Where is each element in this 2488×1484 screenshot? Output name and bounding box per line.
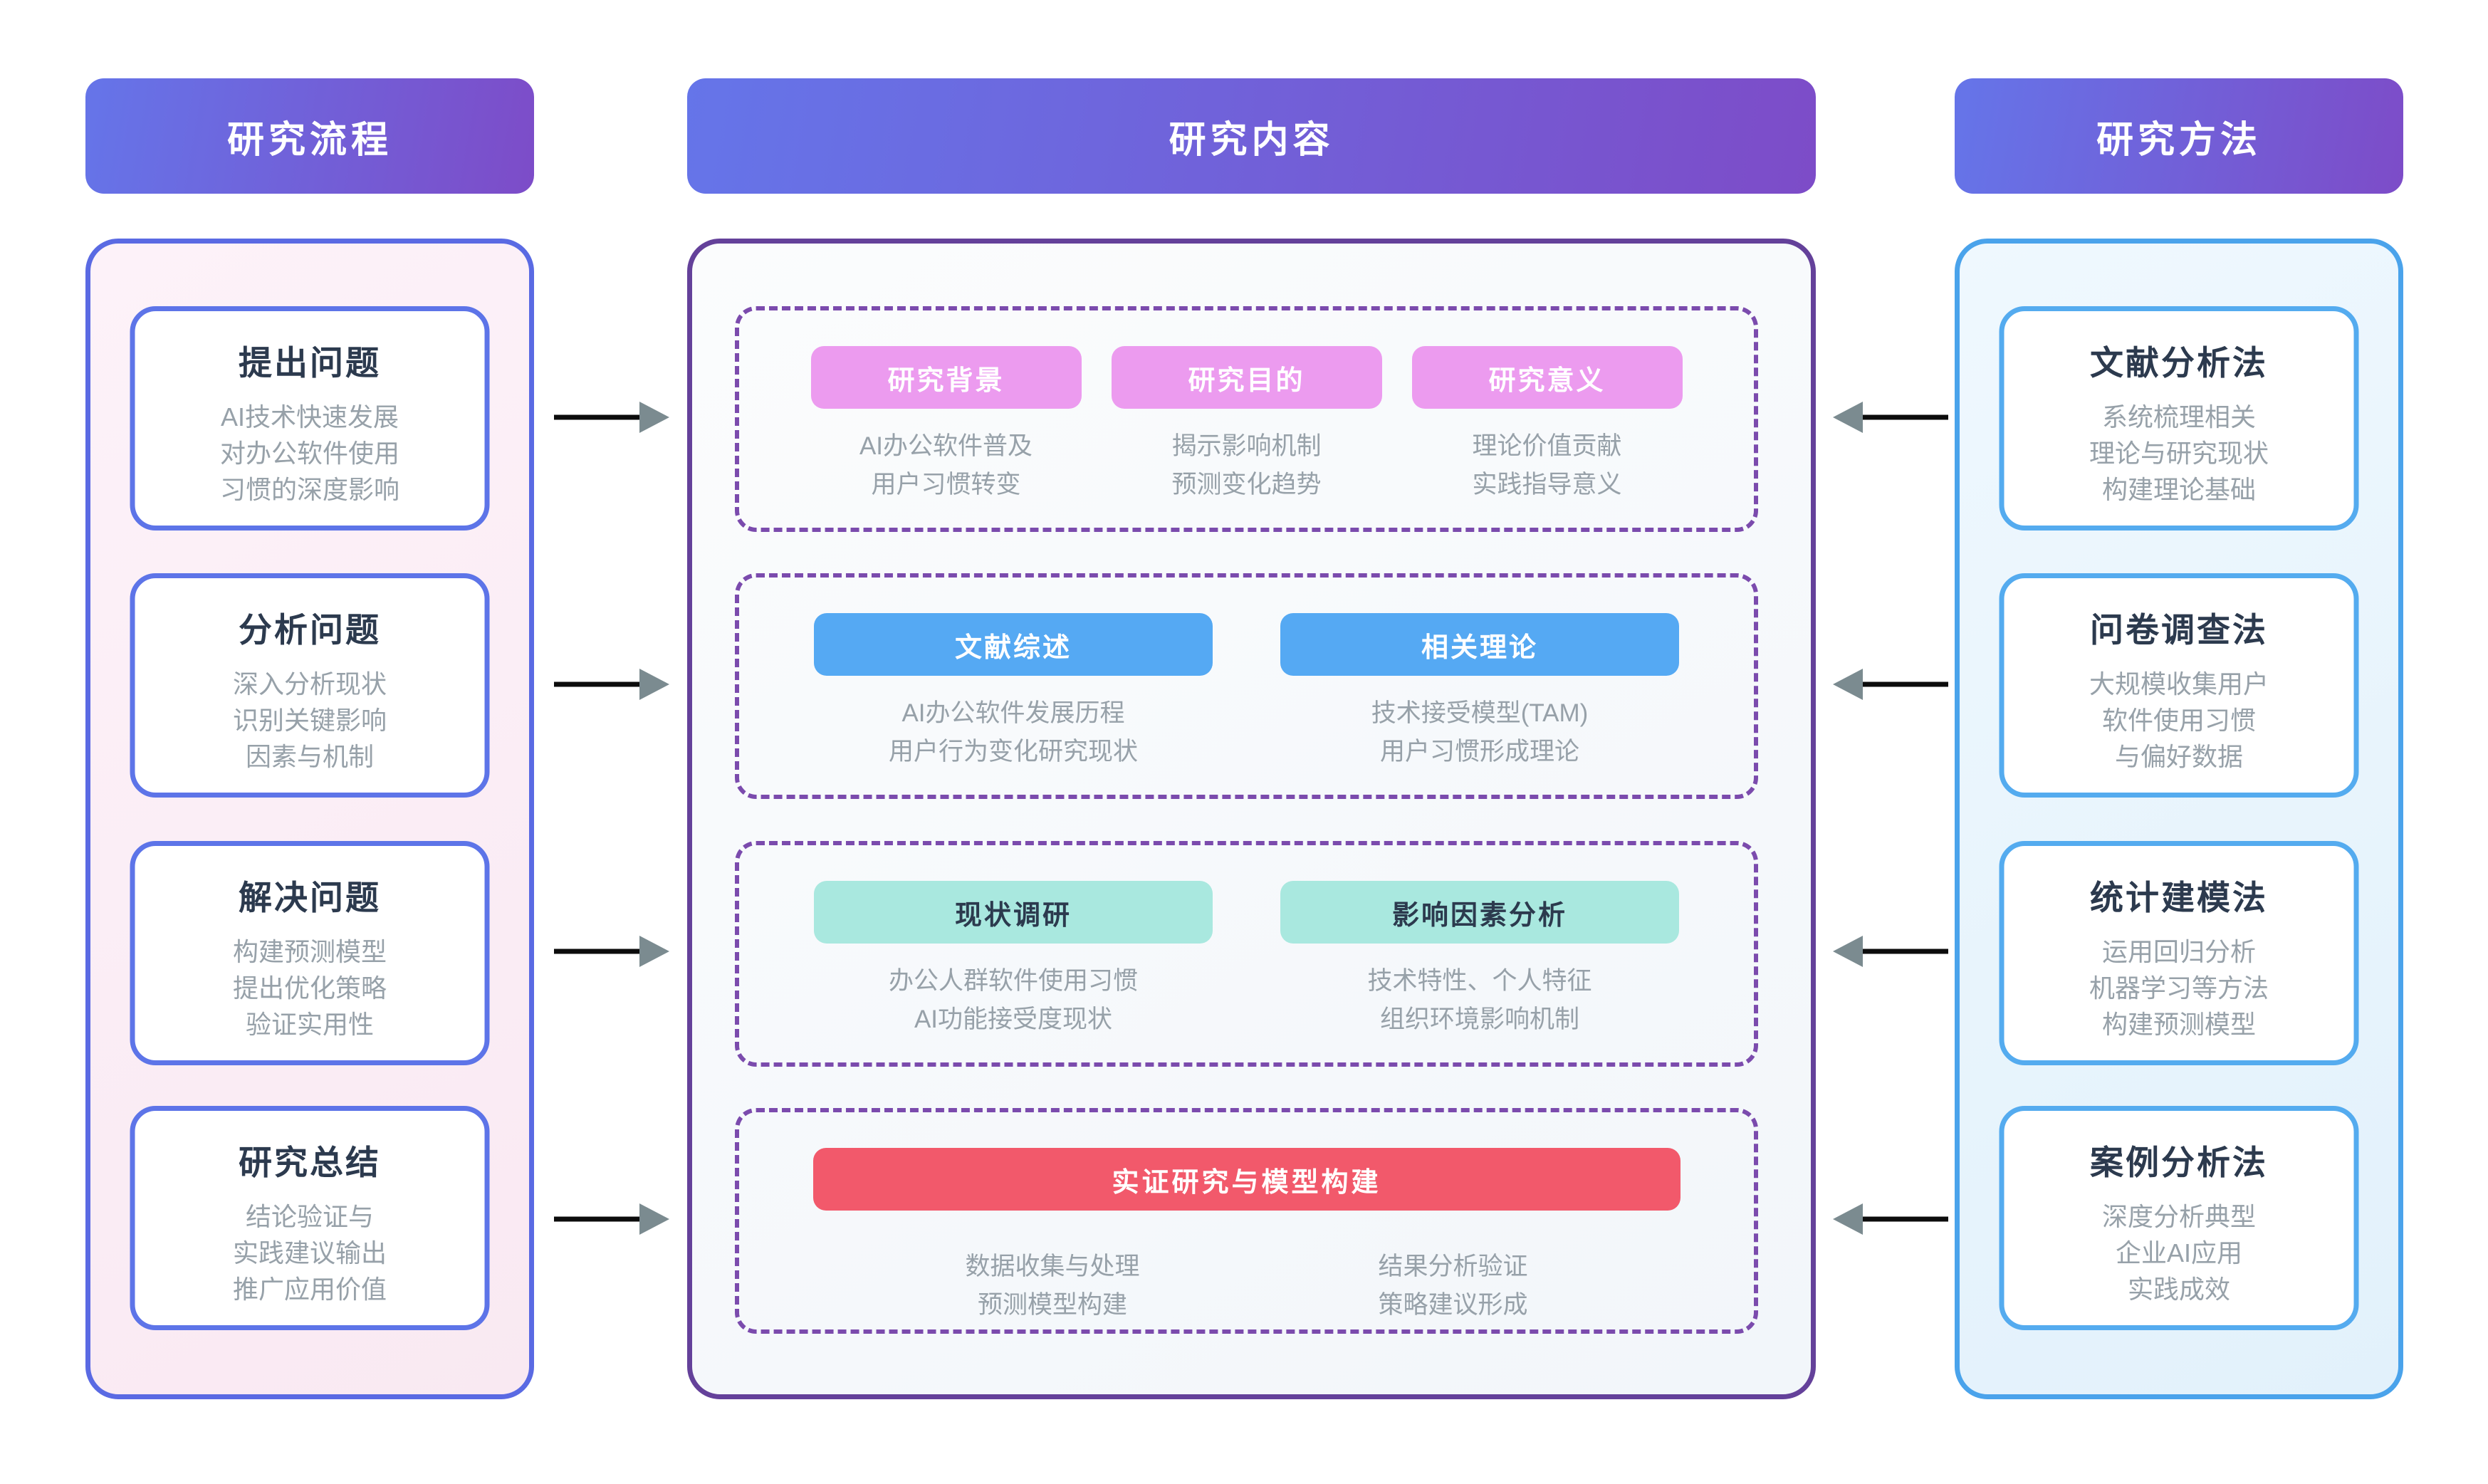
pill-literature-review: 文献综述 [814,613,1213,676]
method-card-literature-analysis: 文献分析法 系统梳理相关 理论与研究现状 构建理论基础 [1999,306,2359,531]
card-text-line: 理论与研究现状 [2089,439,2269,469]
card-text-line: AI技术快速发展 [220,402,399,432]
card-text-line: 构建预测模型 [2101,1010,2256,1040]
content-item: 文献综述 AI办公软件发展历程 用户行为变化研究现状 [814,613,1213,772]
content-panel: 研究背景 AI办公软件普及 用户习惯转变 研究目的 揭示影响机制 预测变化趋势 … [687,239,1816,1399]
card-text-line: 实践建议输出 [232,1238,387,1268]
arrow-left-icon [1833,936,1948,967]
content-section-empirical-model: 实证研究与模型构建 数据收集与处理 预测模型构建 结果分析验证 策略建议形成 [735,1108,1758,1334]
card-text-line: 深度分析典型 [2101,1202,2256,1231]
arrow-left-icon [1833,402,1948,433]
arrow-left-icon [1833,1203,1948,1235]
arrow-right-icon [554,936,669,967]
pill-text-line: 理论价值贡献 [1472,432,1622,460]
process-card-solve-question: 解决问题 构建预测模型 提出优化策略 验证实用性 [130,841,490,1065]
card-text-line: 大规模收集用户 [2089,669,2269,699]
pill-text-line: 实践指导意义 [1472,471,1622,499]
pill-research-significance: 研究意义 [1411,346,1683,409]
pill-influence-factor-analysis: 影响因素分析 [1280,881,1679,944]
card-title: 解决问题 [239,879,381,916]
pill-text-line: 预测变化趋势 [1171,471,1322,499]
pill-text-line: 组织环境影响机制 [1379,1005,1579,1034]
card-text-line: 验证实用性 [245,1010,374,1040]
card-text-line: 构建预测模型 [232,937,387,966]
card-title: 文献分析法 [2090,344,2268,382]
banner-column: 数据收集与处理 预测模型构建 [965,1248,1139,1325]
banner-text-line: 策略建议形成 [1378,1291,1528,1320]
card-text-line: 对办公软件使用 [219,439,399,469]
methods-panel: 文献分析法 系统梳理相关 理论与研究现状 构建理论基础 问卷调查法 大规模收集用… [1955,239,2403,1399]
process-panel: 提出问题 AI技术快速发展 对办公软件使用 习惯的深度影响 分析问题 深入分析现… [85,239,534,1399]
method-card-statistical-modeling: 统计建模法 运用回归分析 机器学习等方法 构建预测模型 [1999,841,2359,1065]
banner-empirical-research-model-building: 实证研究与模型构建 [812,1148,1681,1211]
card-text-line: 机器学习等方法 [2089,973,2269,1003]
card-text-line: 识别关键影响 [232,706,387,736]
card-text-line: 提出优化策略 [232,973,387,1003]
pill-research-purpose: 研究目的 [1111,346,1382,409]
card-text-line: 运用回归分析 [2101,937,2256,966]
content-item: 研究背景 AI办公软件普及 用户习惯转变 [810,346,1082,505]
content-item: 研究目的 揭示影响机制 预测变化趋势 [1111,346,1382,505]
card-title: 分析问题 [239,611,381,649]
process-card-analyze-question: 分析问题 深入分析现状 识别关键影响 因素与机制 [130,573,490,798]
card-title: 研究总结 [239,1144,381,1181]
card-title: 问卷调查法 [2090,611,2268,649]
content-item: 研究意义 理论价值贡献 实践指导意义 [1411,346,1683,505]
content-column-header: 研究内容 [687,78,1816,194]
pill-text-line: 技术特性、个人特征 [1367,967,1592,995]
pill-text-line: AI办公软件发展历程 [901,699,1125,727]
arrow-right-icon [554,1203,669,1235]
content-item: 现状调研 办公人群软件使用习惯 AI功能接受度现状 [814,881,1213,1040]
pill-text-line: 技术接受模型(TAM) [1371,699,1589,727]
content-section-background-purpose-significance: 研究背景 AI办公软件普及 用户习惯转变 研究目的 揭示影响机制 预测变化趋势 … [735,306,1758,532]
card-text-line: 推广应用价值 [232,1275,387,1305]
process-card-research-summary: 研究总结 结论验证与 实践建议输出 推广应用价值 [130,1106,490,1330]
process-card-raise-question: 提出问题 AI技术快速发展 对办公软件使用 习惯的深度影响 [130,306,490,531]
card-title: 案例分析法 [2090,1144,2268,1181]
card-text-line: 因素与机制 [245,742,374,772]
card-title: 提出问题 [239,344,381,382]
card-text-line: 实践成效 [2127,1275,2230,1305]
content-item: 影响因素分析 技术特性、个人特征 组织环境影响机制 [1280,881,1679,1040]
card-title: 统计建模法 [2090,879,2268,916]
banner-text-line: 预测模型构建 [977,1291,1127,1320]
card-text-line: 结论验证与 [245,1202,374,1231]
method-card-questionnaire-survey: 问卷调查法 大规模收集用户 软件使用习惯 与偏好数据 [1999,573,2359,798]
pill-text-line: 办公人群软件使用习惯 [888,967,1138,995]
arrow-right-icon [554,669,669,700]
method-card-case-analysis: 案例分析法 深度分析典型 企业AI应用 实践成效 [1999,1106,2359,1330]
arrow-left-icon [1833,669,1948,700]
content-item: 相关理论 技术接受模型(TAM) 用户习惯形成理论 [1280,613,1679,772]
card-text-line: 深入分析现状 [232,669,387,699]
arrow-right-icon [554,402,669,433]
banner-text-line: 数据收集与处理 [965,1253,1140,1280]
pill-research-background: 研究背景 [810,346,1082,409]
pill-status-survey: 现状调研 [814,881,1213,944]
banner-text-line: 结果分析验证 [1378,1253,1528,1280]
card-text-line: 软件使用习惯 [2101,706,2256,736]
pill-text-line: AI办公软件普及 [859,432,1033,460]
methods-column-header: 研究方法 [1955,78,2403,194]
pill-text-line: 揭示影响机制 [1171,432,1322,460]
card-text-line: 系统梳理相关 [2101,402,2256,432]
process-column-header: 研究流程 [85,78,534,194]
card-text-line: 企业AI应用 [2115,1238,2242,1268]
pill-text-line: 用户习惯转变 [871,471,1021,499]
card-text-line: 习惯的深度影响 [219,475,399,505]
card-text-line: 构建理论基础 [2101,475,2256,505]
pill-related-theory: 相关理论 [1280,613,1679,676]
pill-text-line: 用户习惯形成理论 [1379,738,1579,766]
pill-text-line: AI功能接受度现状 [914,1005,1113,1034]
content-section-survey-factors: 现状调研 办公人群软件使用习惯 AI功能接受度现状 影响因素分析 技术特性、个人… [735,841,1758,1067]
content-section-literature-theory: 文献综述 AI办公软件发展历程 用户行为变化研究现状 相关理论 技术接受模型(T… [735,573,1758,799]
pill-text-line: 用户行为变化研究现状 [888,738,1138,766]
banner-column: 结果分析验证 策略建议形成 [1378,1248,1527,1325]
card-text-line: 与偏好数据 [2114,742,2243,772]
